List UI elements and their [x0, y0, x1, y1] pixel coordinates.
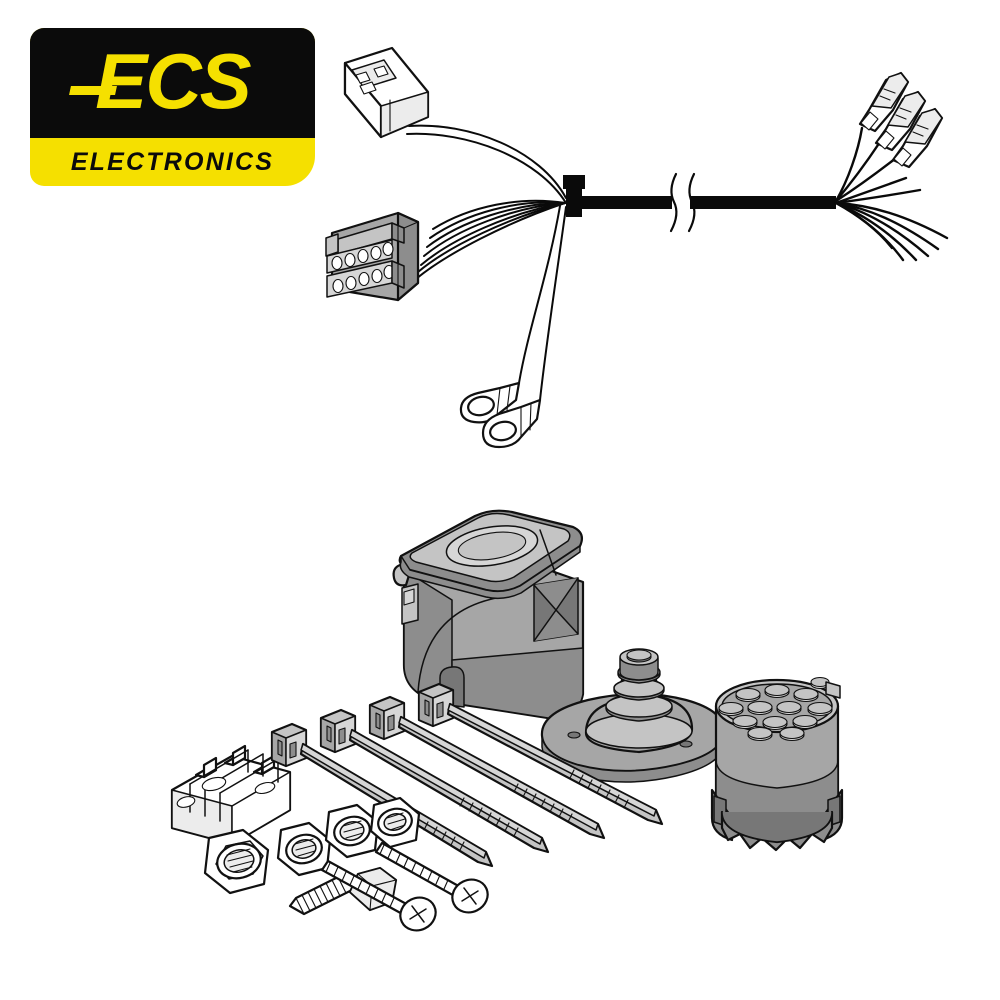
connector-branch-wires — [415, 199, 566, 280]
cable-break-symbol — [669, 172, 696, 233]
cable-tie-marker — [563, 175, 585, 217]
cable-tie-ridges-2 — [459, 797, 519, 837]
ring-terminal-upper — [459, 381, 521, 424]
harness-group — [325, 46, 949, 449]
cable-tie-4 — [417, 682, 664, 826]
ring-terminal-lower — [481, 398, 542, 449]
white-connector-wires — [406, 124, 567, 204]
ring-terminal-wires — [518, 205, 567, 401]
ecs-logo: ECS ELECTRONICS — [30, 28, 315, 186]
screw-threads-2 — [379, 844, 449, 890]
gray-multipin-connector — [325, 211, 420, 302]
spade-terminal-2 — [874, 90, 927, 152]
socket-holes — [718, 676, 833, 742]
hex-nut-medium-2 — [324, 803, 380, 859]
screw-threads-1 — [325, 862, 395, 908]
logo-brand-text: ECS — [95, 37, 251, 125]
pan-head-screw-2 — [374, 841, 489, 914]
mounting-bracket — [170, 744, 292, 846]
cable-tie-ridges-3 — [513, 783, 573, 823]
main-trunk-cable — [566, 196, 836, 209]
components-group — [170, 509, 844, 932]
socket-housing — [392, 509, 585, 720]
cable-tie-ridges-4 — [569, 769, 629, 809]
spade-terminal-3 — [891, 107, 944, 169]
pan-head-screw-1 — [320, 859, 437, 932]
hex-nut-small — [369, 796, 421, 849]
cable-tie-2 — [319, 708, 550, 854]
terminal-row-upper — [331, 241, 394, 271]
white-2pin-connector — [343, 46, 430, 139]
logo-subtitle-text: ELECTRONICS — [70, 147, 275, 176]
loose-wire-fan — [834, 176, 949, 262]
logo-background-black — [30, 28, 315, 138]
spade-terminal-1 — [858, 71, 910, 133]
hex-nut-medium-1 — [276, 821, 332, 877]
logo-accent-bar — [69, 86, 117, 95]
terminal-row-lower — [332, 264, 395, 294]
rubber-gasket — [540, 648, 726, 783]
hex-nut-large — [203, 828, 270, 895]
spade-terminal-wires — [834, 126, 898, 203]
socket-insert-13pin — [710, 676, 844, 852]
cable-tie-3 — [368, 695, 606, 840]
